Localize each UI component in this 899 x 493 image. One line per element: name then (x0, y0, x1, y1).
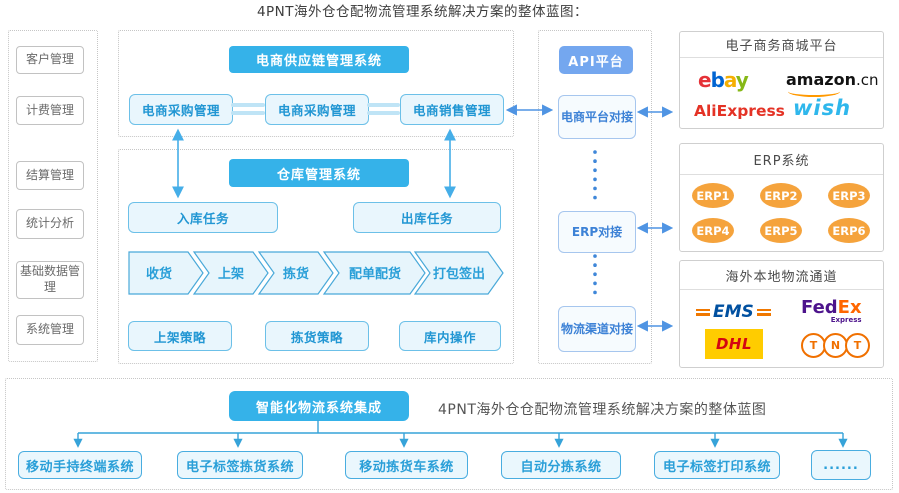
e-label-picking-box: 电子标签拣货系统 (177, 451, 303, 479)
e-label-printing-box: 电子标签打印系统 (654, 451, 780, 479)
ebay-letter: a (723, 68, 737, 92)
erp-panel: ERP系统 ERP1 ERP2 ERP3 ERP4 ERP5 ERP6 (679, 143, 884, 252)
purchase-mgmt-box-2: 电商采购管理 (265, 94, 369, 125)
link-connector (367, 103, 400, 115)
chevron-shape (128, 251, 204, 295)
sidebar-item-base-data: 基础数据管理 (16, 261, 84, 299)
api-platform-box: API平台 (559, 46, 633, 74)
erp5-pill: ERP5 (760, 218, 802, 243)
flow-step-label: 配单配货 (349, 266, 401, 282)
sales-mgmt-box: 电商销售管理 (400, 94, 504, 125)
dhl-logo: DHL (705, 329, 763, 359)
aliexpress-logo: AliExpress (694, 102, 785, 120)
amazon-logo: amazon.cn (786, 72, 879, 97)
warehouse-panel: 仓库管理系统 入库任务 出库任务 收货 上架 拣货 配单配货 打包签出 上架策略… (118, 149, 514, 364)
sidebar-item-label: 系统管理 (25, 322, 74, 337)
api-column-panel: API平台 电商平台对接 ERP对接 物流渠道对接 (538, 30, 652, 364)
sidebar-item-system: 系统管理 (16, 315, 84, 345)
tnt-circle: T (801, 333, 826, 358)
warehouse-header: 仓库管理系统 (229, 159, 409, 187)
chevron-shape (257, 251, 334, 295)
erp6-pill: ERP6 (828, 218, 870, 243)
ebay-logo: ebay (698, 68, 749, 92)
smart-logistics-header: 智能化物流系统集成 (229, 391, 409, 421)
amazon-swoosh-icon (788, 86, 840, 97)
sidebar-item-settlement: 结算管理 (16, 161, 84, 190)
supply-chain-header: 电商供应链管理系统 (229, 46, 409, 73)
fedex-logo: FedEx Express (801, 299, 862, 324)
amazon-suffix: .cn (855, 71, 879, 89)
fedex-ex-text: Ex (837, 297, 862, 318)
ellipsis-box: ...... (811, 450, 871, 480)
in-warehouse-ops-box: 库内操作 (399, 321, 501, 351)
chevron-shape (413, 251, 504, 295)
mobile-pick-cart-box: 移动拣货车系统 (345, 451, 468, 479)
sidebar-item-label: 计费管理 (25, 102, 74, 117)
logistics-panel-title: 海外本地物流通道 (680, 261, 883, 290)
link-connector (231, 103, 265, 115)
ebay-letter: b (710, 68, 725, 92)
erp4-pill: ERP4 (692, 218, 734, 243)
amazon-text: amazon (786, 70, 856, 89)
ems-text: EMS (713, 302, 754, 322)
auto-sorting-box: 自动分拣系统 (501, 451, 621, 479)
tnt-circle: T (845, 333, 870, 358)
erp2-pill: ERP2 (760, 183, 802, 208)
fedex-fed-text: Fed (801, 297, 838, 318)
supply-chain-panel: 电商供应链管理系统 电商采购管理 电商采购管理 电商销售管理 (118, 30, 514, 137)
flow-step-label: 上架 (218, 266, 244, 282)
sidebar-item-label: 结算管理 (25, 167, 74, 182)
logistics-panel: 海外本地物流通道 EMS FedEx Express DHL T N T (679, 260, 884, 368)
sidebar-item-label: 统计分析 (25, 216, 74, 231)
erp-connector-box: ERP对接 (558, 211, 636, 253)
sidebar-panel: 客户管理 计费管理 结算管理 统计分析 基础数据管理 系统管理 (8, 30, 98, 362)
sidebar-item-statistics: 统计分析 (16, 209, 84, 239)
flow-step-label: 打包签出 (433, 266, 485, 282)
shelving-strategy-box: 上架策略 (128, 321, 232, 351)
outbound-task-box: 出库任务 (353, 202, 501, 233)
fedex-express-text: Express (830, 316, 862, 324)
logistics-connector-box: 物流渠道对接 (558, 306, 636, 352)
ecommerce-mall-panel-title: 电子商务商城平台 (680, 32, 883, 58)
ebay-letter: e (698, 68, 712, 92)
inbound-task-box: 入库任务 (128, 202, 278, 233)
wish-logo: wish (793, 96, 852, 120)
sidebar-item-label: 客户管理 (25, 52, 74, 67)
tnt-logo: T N T (801, 333, 870, 358)
bottom-panel: 智能化物流系统集成 4PNT海外仓仓配物流管理系统解决方案的整体蓝图 移动手持终… (5, 378, 893, 490)
sidebar-item-customer: 客户管理 (16, 46, 84, 74)
purchase-mgmt-box-1: 电商采购管理 (129, 94, 233, 125)
flow-step-label: 拣货 (283, 266, 309, 282)
chevron-shape (192, 251, 269, 295)
page-title: 4PNT海外仓仓配物流管理系统解决方案的整体蓝图： (256, 4, 589, 20)
ems-logo: EMS (696, 302, 771, 322)
erp-panel-title: ERP系统 (680, 144, 883, 175)
ecommerce-platform-connector-box: 电商平台对接 (558, 95, 636, 139)
flow-step-label: 收货 (146, 266, 172, 282)
erp3-pill: ERP3 (828, 183, 870, 208)
chevron-shape (322, 251, 426, 295)
sidebar-item-label: 基础数据管理 (19, 264, 80, 294)
ems-stripes-icon (696, 308, 710, 316)
handheld-terminal-box: 移动手持终端系统 (18, 451, 142, 479)
bottom-caption: 4PNT海外仓仓配物流管理系统解决方案的整体蓝图 (438, 402, 767, 418)
erp1-pill: ERP1 (692, 183, 734, 208)
picking-strategy-box: 拣货策略 (265, 321, 369, 351)
ebay-letter: y (735, 68, 749, 92)
process-flow-chevrons: 收货 上架 拣货 配单配货 打包签出 (128, 251, 504, 295)
ems-stripes-icon (756, 308, 771, 316)
sidebar-item-billing: 计费管理 (16, 96, 84, 125)
ecommerce-mall-panel: 电子商务商城平台 ebay amazon.cn AliExpress wish (679, 31, 884, 129)
